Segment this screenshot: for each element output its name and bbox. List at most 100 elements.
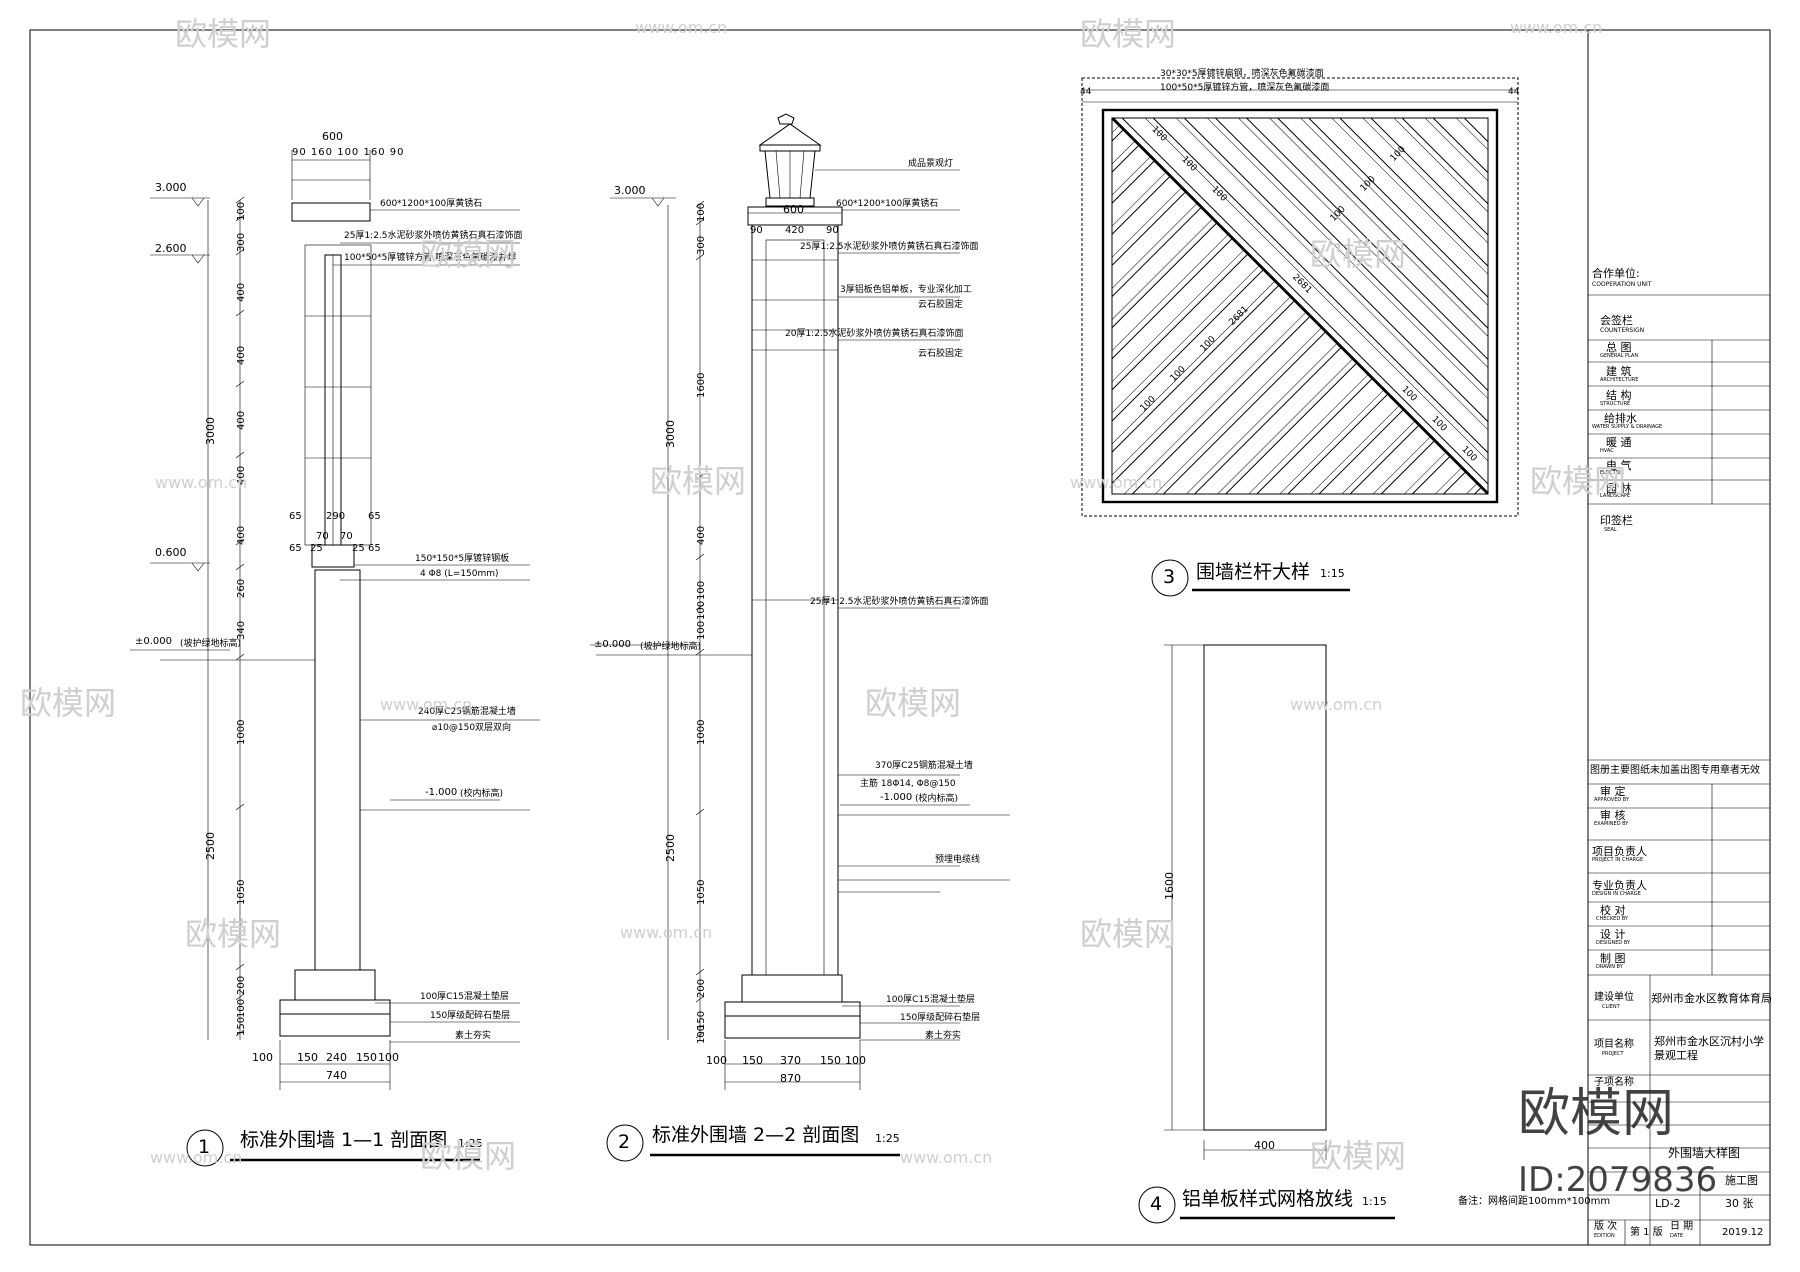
sec1-dim: 300 — [236, 232, 247, 252]
sec2-dim: 1050 — [696, 879, 707, 905]
sec3-note: 30*30*5厚镀锌扁钢，喷深灰色氟碳漆面 — [1160, 69, 1324, 79]
sec2-total-dim: 2500 — [664, 834, 677, 862]
sec2-bot-dim: 100 — [706, 1054, 727, 1067]
tb-sign-en: COUNTERSIGN — [1600, 327, 1645, 334]
sec2-top-dim: 90 — [750, 225, 763, 236]
sec2-elev-0000: ±0.000 — [594, 639, 632, 650]
tb-role-en: EXAMINED BY — [1594, 821, 1629, 827]
sec2-bot-dim: 100 — [845, 1054, 866, 1067]
watermark-brand: 欧模网 — [420, 1137, 517, 1175]
section-2-title: 标准外围墙 2—2 剖面图 — [652, 1124, 860, 1146]
tb-sub-label: 子项名称 — [1594, 1077, 1634, 1088]
sec2-dim: 400 — [696, 525, 707, 545]
tb-role-en: CHECKED BY — [1596, 916, 1628, 922]
sec1-mid-dim: 25 — [352, 543, 365, 554]
watermark-site: www.om.cn — [900, 1148, 993, 1167]
watermark-brand: 欧模网 — [420, 235, 517, 273]
watermark-brand: 欧模网 — [865, 684, 962, 722]
sec1-elev-note-0: (坡护绿地标高) — [180, 639, 242, 649]
watermark-site: www.om.cn — [1510, 18, 1603, 37]
sec2-dim: 1000 — [696, 719, 707, 745]
watermark-brand: 欧模网 — [1080, 915, 1177, 953]
section-3-num: 3 — [1163, 566, 1176, 588]
sec2-elev-note-1: (校内标高) — [915, 794, 959, 804]
sec2-note: 素土夯实 — [925, 1031, 962, 1041]
sec2-bot-dim: 370 — [780, 1054, 801, 1067]
sec1-dim: 340 — [236, 620, 247, 640]
sec2-elev-3000: 3.000 — [614, 184, 646, 197]
watermark-site: www.om.cn — [380, 695, 473, 714]
section-4-num: 4 — [1150, 1193, 1163, 1215]
tb-role-en: APPROVED BY — [1594, 797, 1630, 803]
sec1-bot-dim: 100 — [378, 1051, 399, 1064]
sec2-note: 600*1200*100厚黄锈石 — [836, 199, 939, 209]
tb-disc-en: LANDSCAPE — [1600, 493, 1631, 499]
sec1-dim: 100 — [236, 998, 247, 1018]
tb-project: 郑州市金水区沉村小学景观工程 — [1654, 1035, 1764, 1063]
sec1-dim: 400 — [236, 345, 247, 365]
sec2-dim: 100 — [696, 580, 707, 600]
tb-project-label-en: PROJECT — [1602, 1051, 1624, 1057]
sec2-dim: 200 — [696, 978, 707, 998]
tb-disc: 园 林 — [1606, 482, 1632, 495]
watermark-id: ID:2079836 — [1518, 1160, 1718, 1200]
tb-disc-en: STRUCTURE — [1600, 401, 1631, 407]
tb-drawing-title: 外围墙大样图 — [1668, 1146, 1741, 1160]
sec1-mid-dim: 70 — [340, 531, 353, 542]
tb-disc: 电 气 — [1606, 459, 1632, 472]
sec2-dim: 1600 — [696, 372, 707, 398]
tb-disc-en: ELECTRIC — [1600, 470, 1625, 476]
tb-client: 郑州市金水区教育体育局 — [1651, 992, 1772, 1005]
sec1-top-subdims: 90 160 100 160 90 — [292, 147, 405, 158]
sec2-dim: 300 — [696, 235, 707, 255]
tb-role: 校 对 — [1600, 904, 1626, 917]
tb-coop: 合作单位: — [1592, 267, 1640, 280]
sec1-elev-0000: ±0.000 — [135, 636, 173, 647]
sec1-elev-m1000: -1.000 — [425, 787, 458, 798]
sec1-dim: 1000 — [236, 719, 247, 745]
tb-notice: 图册主要图纸未加盖出图专用章者无效 — [1590, 765, 1760, 776]
sec1-dim: 400 — [236, 525, 247, 545]
sec2-dim: 100 — [696, 1024, 707, 1044]
section-1 — [130, 150, 540, 1090]
sec1-top-dim: 600 — [322, 130, 343, 143]
sec1-elev-0600: 0.600 — [155, 546, 187, 559]
sec4-width: 400 — [1254, 1139, 1275, 1152]
tb-role-en: DESIGN IN CHARGE — [1592, 891, 1641, 897]
watermark-site: www.om.cn — [620, 923, 713, 942]
section-3-scale: 1:15 — [1320, 567, 1345, 580]
sec1-bot-total: 740 — [326, 1069, 347, 1082]
title-block-grid — [1588, 294, 1770, 1245]
sec1-dim: 1050 — [236, 879, 247, 905]
sec2-note: 成品景观灯 — [908, 159, 954, 169]
sec2-dim: 100 — [696, 202, 707, 222]
tb-date-label: 日 期 — [1670, 1221, 1694, 1232]
sec2-note: 25厚1:2.5水泥砂浆外喷仿黄锈石真石漆饰面 — [810, 597, 989, 607]
watermark-brand-large: 欧模网 — [1518, 1084, 1675, 1144]
tb-role: 审 核 — [1600, 809, 1626, 822]
sec2-note: 25厚1:2.5水泥砂浆外喷仿黄锈石真石漆饰面 — [800, 242, 979, 252]
sec1-note: 600*1200*100厚黄锈石 — [380, 199, 483, 209]
section-2-num: 2 — [618, 1131, 631, 1153]
watermark-brand: 欧模网 — [1080, 15, 1177, 53]
sec2-note: 预埋电缆线 — [935, 855, 981, 865]
sec1-note: 100厚C15混凝土垫层 — [420, 992, 509, 1002]
sec3-dim-44: 44 — [1508, 87, 1520, 97]
sec1-total-dim: 2500 — [204, 832, 217, 860]
sec1-bot-dim: 150 — [297, 1051, 318, 1064]
section-title-circles — [186, 559, 1395, 1224]
sec2-dim: 100 — [696, 620, 707, 640]
sec2-note: 云石胶固定 — [918, 349, 964, 359]
tb-edition-label: 版 次 — [1594, 1221, 1618, 1232]
tb-disc: 总 图 — [1606, 341, 1632, 354]
sec2-bot-dim: 150 — [742, 1054, 763, 1067]
section-3 — [1081, 77, 1519, 517]
sec1-note: 素土夯实 — [455, 1031, 492, 1041]
tb-date: 2019.12 — [1722, 1227, 1764, 1238]
sec1-dim: 400 — [236, 410, 247, 430]
tb-client-label-en: CLIENT — [1602, 1004, 1620, 1010]
tb-role-en: DRAWN BY — [1596, 964, 1623, 970]
sec1-note: 4 Φ8 (L=150mm) — [420, 569, 499, 579]
section-2-scale: 1:25 — [875, 1132, 900, 1145]
